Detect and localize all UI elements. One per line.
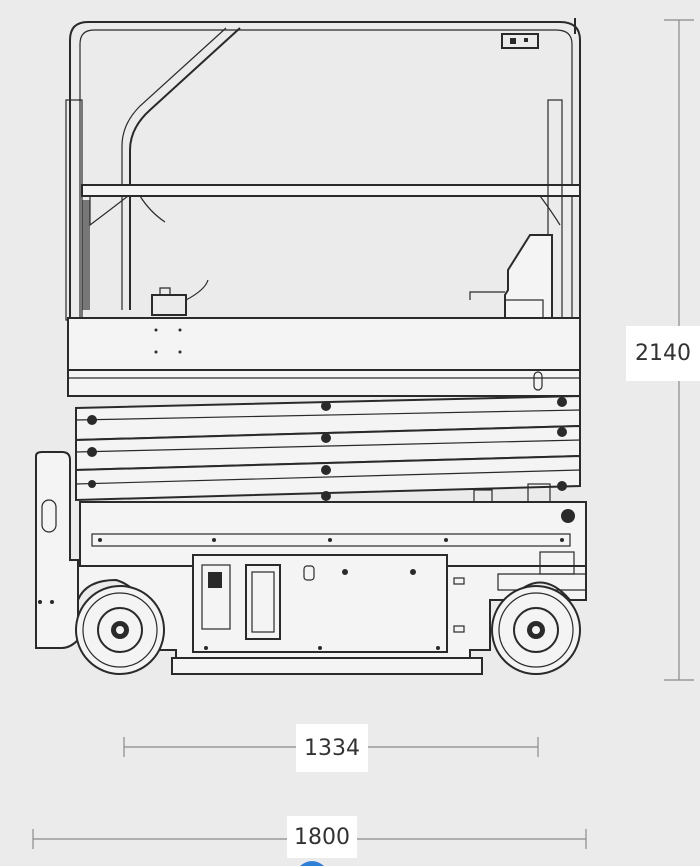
height-dimension-line	[664, 19, 694, 681]
skid-plate	[171, 657, 483, 675]
wheelbase-dimension-label: 1334	[296, 724, 368, 772]
left-controller	[151, 279, 209, 316]
platform-deck	[67, 317, 581, 397]
length-dimension-label: 1800	[287, 816, 357, 858]
length-dimension-line	[32, 829, 587, 849]
front-wheel	[75, 585, 165, 675]
blue-accent-shape	[300, 861, 324, 866]
scissor-stack	[75, 394, 581, 503]
guardrail	[65, 18, 581, 321]
height-dimension-label: 2140	[626, 326, 700, 381]
chassis	[35, 451, 587, 661]
rear-wheel	[491, 585, 581, 675]
wheelbase-dimension-line	[123, 737, 539, 757]
